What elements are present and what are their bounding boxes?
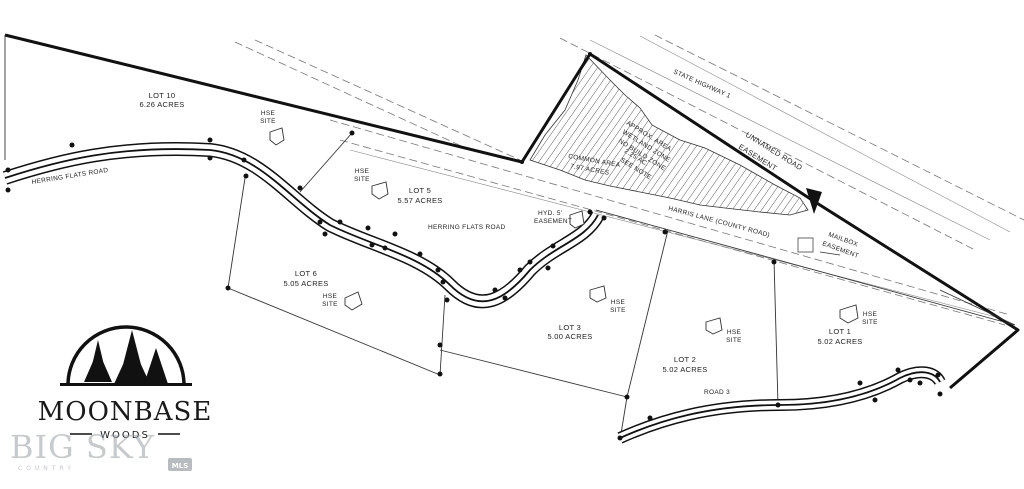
hse-site-labels: HSE SITE HSE SITE HSE SITE HSE SITE HSE …	[260, 110, 878, 344]
logo-sub: WOODS	[100, 430, 150, 441]
right-of-way-lines	[234, 34, 1024, 326]
moonbase-logo: MOONBASE WOODS	[38, 325, 213, 441]
road-3-label: ROAD 3	[704, 389, 730, 396]
mls-badge-label: MLS	[172, 462, 188, 470]
lot-lines	[4, 35, 1016, 441]
lot-10-label: LOT 10	[149, 91, 176, 100]
lot-6-acres: 5.05 ACRES	[283, 279, 328, 288]
mailbox-pointer	[819, 251, 841, 256]
watermark-sub: COUNTRY	[18, 465, 75, 472]
svg-text:SITE: SITE	[354, 176, 370, 183]
survey-monuments	[5, 52, 943, 441]
svg-text:HSE: HSE	[727, 329, 742, 336]
boundary-arrow-marker	[806, 188, 822, 214]
mls-watermark: BIG SKY COUNTRY MLS	[10, 428, 192, 472]
svg-text:HSE: HSE	[611, 299, 626, 306]
svg-text:SITE: SITE	[260, 118, 276, 125]
road-3	[617, 366, 946, 444]
lot-3-label: LOT 3	[559, 323, 581, 332]
svg-text:HSE: HSE	[863, 311, 878, 318]
mls-badge	[168, 458, 192, 471]
svg-text:HSE: HSE	[261, 110, 276, 117]
svg-text:SITE: SITE	[862, 319, 878, 326]
lot-2-acres: 5.02 ACRES	[662, 365, 707, 374]
lot-10-acres: 6.26 ACRES	[139, 100, 184, 109]
lot-6-label: LOT 6	[295, 269, 317, 278]
svg-text:SITE: SITE	[610, 307, 626, 314]
watermark-name: BIG SKY	[10, 428, 155, 466]
svg-text:SITE: SITE	[726, 337, 742, 344]
svg-text:HSE: HSE	[323, 293, 338, 300]
svg-text:SITE: SITE	[322, 301, 338, 308]
hyd-easement-label: HYD. 5'	[538, 210, 562, 217]
lot-1-acres: 5.02 ACRES	[817, 337, 862, 346]
lot-1-label: LOT 1	[829, 327, 851, 336]
svg-text:HSE: HSE	[355, 168, 370, 175]
wetland-no-build-zone	[529, 54, 809, 216]
highway-edge-lines	[349, 35, 1011, 319]
lot-2-label: LOT 2	[674, 355, 696, 364]
pine-trees-icon	[60, 330, 192, 386]
lot-5-label: LOT 5	[409, 186, 431, 195]
state-highway-label: STATE HIGHWAY 1	[672, 68, 731, 100]
lot-5-acres: 5.57 ACRES	[397, 196, 442, 205]
herring-flats-road-label-center: HERRING FLATS ROAD	[428, 224, 506, 231]
lot-3-acres: 5.00 ACRES	[547, 332, 592, 341]
hse-site-footprints	[269, 127, 859, 335]
logo-name: MOONBASE	[38, 397, 213, 427]
hyd-easement-label-2: EASEMENT	[534, 218, 572, 225]
mailbox-easement-box	[797, 237, 814, 253]
herring-flats-road	[2, 142, 605, 309]
moon-arc-icon	[66, 325, 186, 386]
property-boundary	[4, 33, 1020, 390]
